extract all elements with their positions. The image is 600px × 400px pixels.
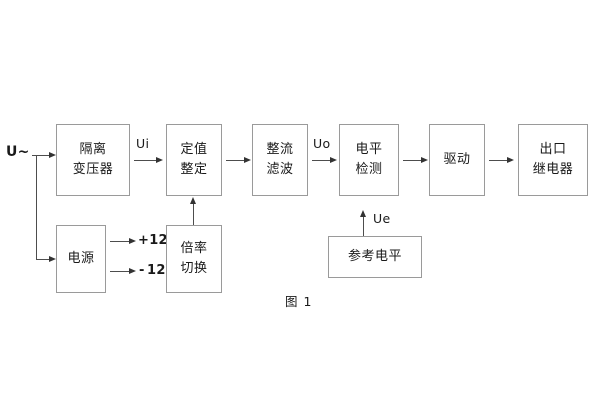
- block-isolation-transformer[interactable]: 隔离 变压器: [56, 124, 130, 196]
- signal-label-uo: Uo: [313, 136, 331, 151]
- block-output-relay[interactable]: 出口 继电器: [518, 124, 588, 196]
- block-isolation-transformer-line1: 隔离: [79, 141, 107, 157]
- input-bus-vertical-line: [36, 155, 37, 259]
- line-reference-level-to-level-detection: [363, 216, 364, 236]
- block-multiplier-switch-line2: 切换: [180, 261, 208, 276]
- input-stub-line: [32, 155, 37, 156]
- block-multiplier-switch[interactable]: 倍率 切换: [166, 225, 222, 293]
- arrow-into-level-detection-from-reference: [360, 210, 366, 217]
- line-drive-to-output-relay: [489, 160, 508, 161]
- block-level-detection-line2: 检测: [355, 162, 383, 177]
- branch-line-to-isolation-transformer: [36, 155, 50, 156]
- label-minus-sign: -: [139, 263, 145, 278]
- input-signal-label-u: U~: [6, 144, 30, 160]
- arrow-into-power-supply: [49, 255, 56, 262]
- block-level-detection[interactable]: 电平 检测: [339, 124, 399, 196]
- signal-label-ue: Ue: [373, 211, 391, 226]
- figure-caption: 图 1: [285, 294, 313, 309]
- block-level-detection-line1: 电平: [355, 141, 383, 157]
- arrow-into-setting-value: [156, 156, 163, 163]
- block-setting-value[interactable]: 定值 整定: [166, 124, 222, 196]
- signal-label-ui: Ui: [136, 136, 150, 151]
- block-multiplier-switch-line1: 倍率: [180, 240, 208, 256]
- arrow-plus12v: [129, 237, 136, 244]
- line-power-minus12v: [110, 271, 130, 272]
- block-isolation-transformer-line2: 变压器: [72, 162, 114, 177]
- block-drive-line1: 驱动: [443, 151, 471, 167]
- line-isolation-to-setting: [134, 160, 157, 161]
- block-rectify-filter-line1: 整流: [266, 141, 294, 157]
- line-multiplier-to-setting-value: [193, 203, 194, 225]
- arrow-into-drive: [421, 156, 428, 163]
- block-power-supply-line1: 电源: [67, 250, 95, 266]
- line-level-detection-to-drive: [403, 160, 422, 161]
- arrow-into-output-relay: [507, 156, 514, 163]
- arrow-into-rectify-filter: [244, 156, 251, 163]
- line-setting-to-rectify: [226, 160, 245, 161]
- arrow-into-level-detection: [330, 156, 337, 163]
- block-setting-value-line1: 定值: [180, 141, 208, 157]
- block-setting-value-line2: 整定: [180, 162, 208, 177]
- block-rectify-filter[interactable]: 整流 滤波: [252, 124, 308, 196]
- block-reference-level-line1: 参考电平: [347, 248, 402, 264]
- block-drive[interactable]: 驱动: [429, 124, 485, 196]
- arrow-minus12v: [129, 267, 136, 274]
- branch-line-to-power-supply: [36, 259, 50, 260]
- block-output-relay-line1: 出口: [539, 141, 567, 157]
- block-output-relay-line2: 继电器: [532, 162, 574, 177]
- line-power-plus12v: [110, 241, 130, 242]
- block-reference-level[interactable]: 参考电平: [328, 236, 422, 278]
- arrow-into-setting-value-from-multiplier: [190, 197, 196, 204]
- block-power-supply[interactable]: 电源: [56, 225, 106, 293]
- block-rectify-filter-line2: 滤波: [266, 162, 294, 177]
- line-rectify-to-level-detection: [312, 160, 331, 161]
- arrow-into-isolation-transformer: [49, 151, 56, 158]
